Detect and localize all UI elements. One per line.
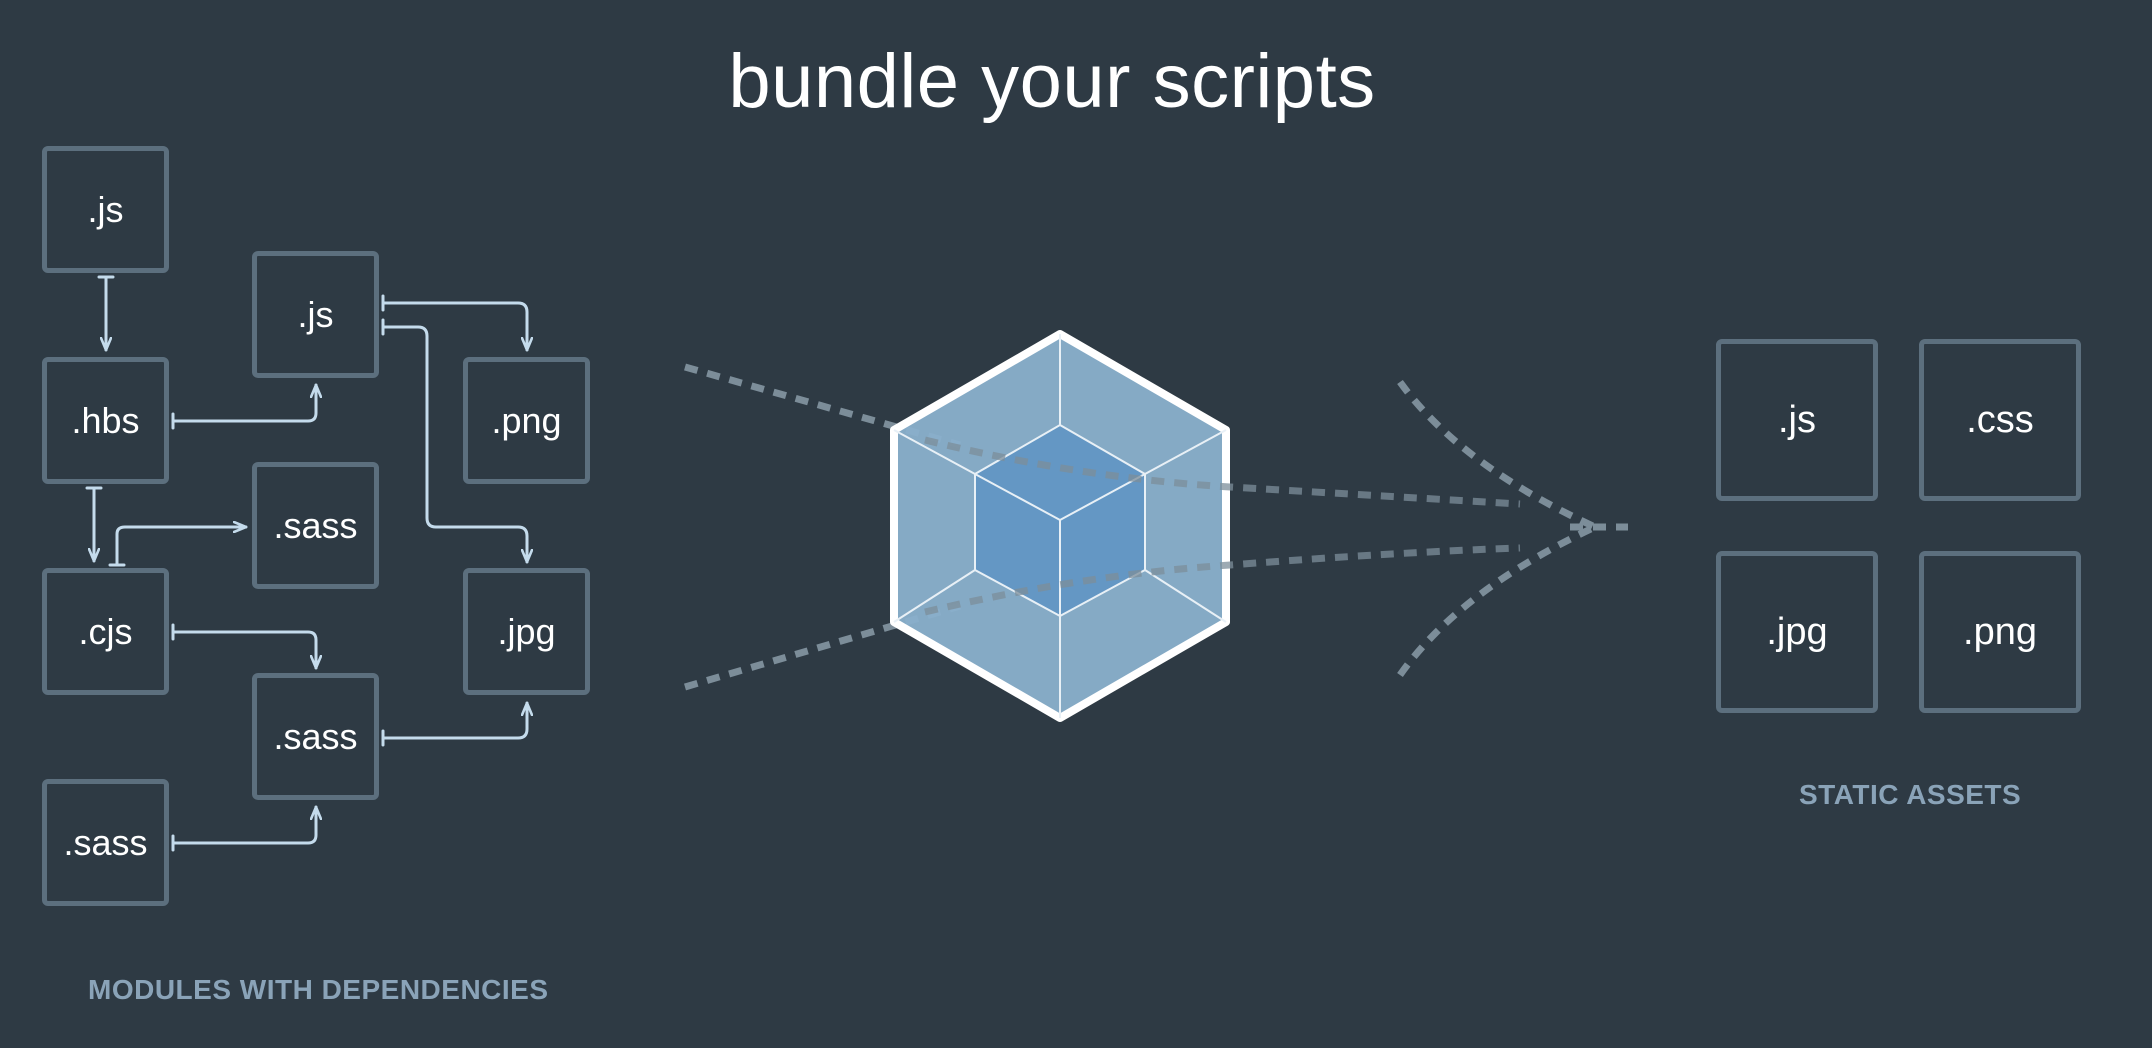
module-label: .hbs [71, 399, 140, 441]
arrow-sass-to-sass [171, 805, 316, 845]
arrow-cjs-to-sass-lower [171, 630, 316, 670]
arrow-cjs-to-sass-mid [115, 527, 248, 567]
module-label: .cjs [78, 610, 133, 652]
beam-mid-top [924, 436, 1521, 508]
beam-out-lower [1397, 523, 1597, 678]
module-label: .sass [273, 715, 358, 757]
asset-box-js: .js [1716, 339, 1878, 501]
beam-out-upper [1397, 379, 1597, 531]
webpack-cube-icon [890, 330, 1230, 722]
module-box-sass-lower: .sass [252, 673, 379, 800]
module-box-png: .png [463, 357, 590, 484]
module-label: .jpg [497, 610, 556, 652]
dependency-arrows [85, 275, 527, 852]
modules-caption: MODULES WITH DEPENDENCIES [88, 974, 549, 1005]
beam-mid-bottom [924, 544, 1521, 616]
page-title: bundle your scripts [728, 39, 1376, 124]
assets-caption: STATIC ASSETS [1799, 779, 2022, 810]
module-box-js-mid: .js [252, 251, 379, 378]
module-label: .png [491, 399, 562, 441]
arrow-sass-to-jpg [381, 701, 527, 740]
module-box-sass-bottom-left: .sass [42, 779, 169, 906]
module-box-jpg: .jpg [463, 568, 590, 695]
asset-label: .png [1963, 610, 2037, 653]
module-label: .sass [63, 821, 148, 863]
module-label: .js [297, 293, 334, 335]
module-label: .js [87, 188, 124, 230]
module-box-cjs: .cjs [42, 568, 169, 695]
asset-box-png: .png [1919, 551, 2081, 713]
asset-box-css: .css [1919, 339, 2081, 501]
asset-label: .jpg [1766, 610, 1828, 653]
arrow-js-to-jpg [381, 325, 527, 564]
output-beams [924, 379, 1628, 678]
asset-box-jpg: .jpg [1716, 551, 1878, 713]
module-box-sass-mid: .sass [252, 462, 379, 589]
module-box-hbs: .hbs [42, 357, 169, 484]
module-box-js-top: .js [42, 146, 169, 273]
module-label: .sass [273, 504, 358, 546]
asset-label: .css [1966, 398, 2034, 441]
arrow-hbs-to-js [171, 383, 316, 423]
arrow-js-to-png [381, 301, 527, 352]
asset-label: .js [1778, 398, 1816, 441]
